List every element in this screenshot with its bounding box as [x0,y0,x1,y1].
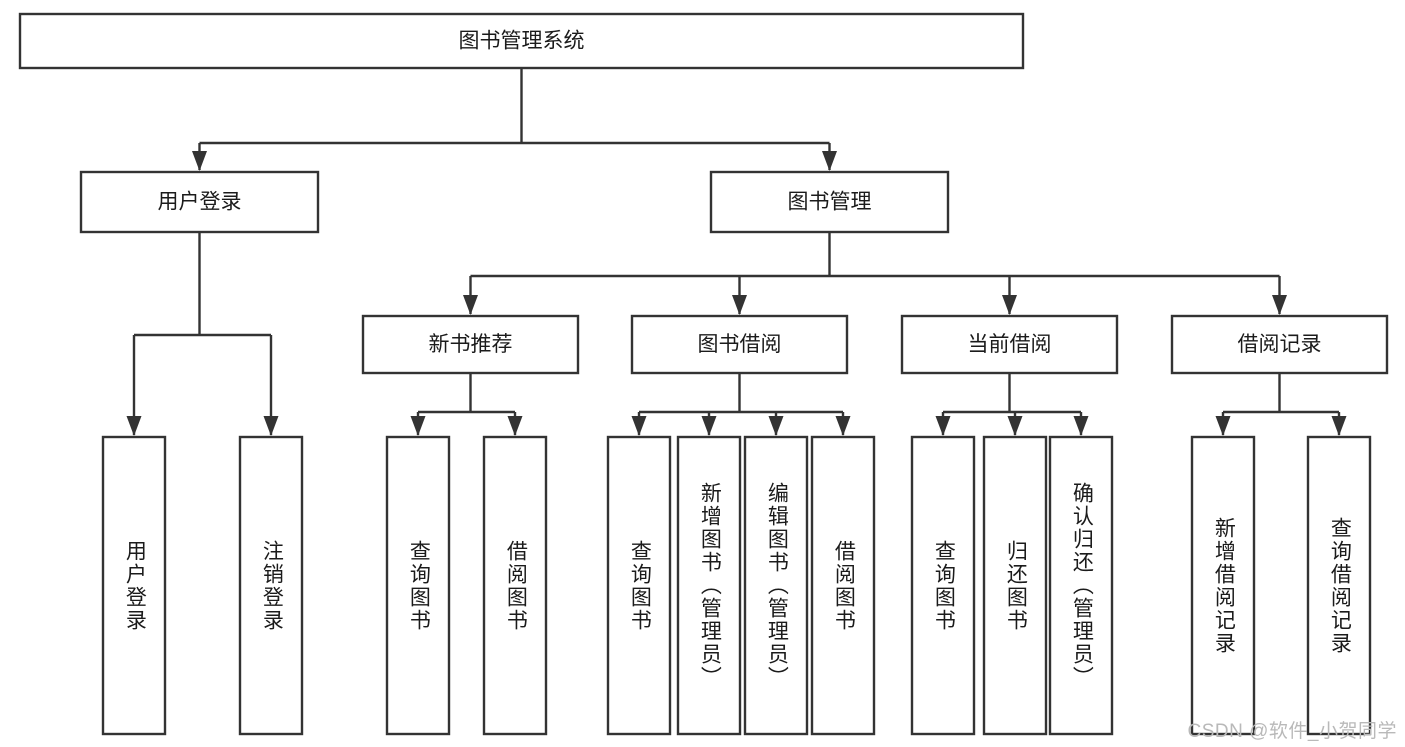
leaf-leaf-query-book-2-box[interactable] [606,435,672,736]
leaf-leaf-confirm-return-box[interactable] [1048,435,1114,736]
boxes-layer [18,12,1389,736]
node-book-manage-box[interactable] [709,170,950,234]
arrow-head-icon-leaf-add-book [701,416,717,436]
node-new-book-rec-label: 新书推荐 [429,333,513,356]
leaf-leaf-logout-box[interactable] [238,435,304,736]
leaf-leaf-user-login-box[interactable] [101,435,167,736]
watermark-text: CSDN @软件_小贺同学 [1187,721,1397,742]
leaf-leaf-return-book-box[interactable] [982,435,1048,736]
arrow-head-icon-borrow-record [1272,295,1287,315]
leaf-leaf-borrow-book-2-box[interactable] [810,435,876,736]
node-user-login-label: 用户登录 [158,191,242,214]
node-book-manage-label: 图书管理 [788,191,872,214]
node-current-borrow-box[interactable] [900,314,1119,375]
arrow-head-icon-leaf-query-book-1 [410,416,426,436]
arrow-head-icon-user-login [192,151,207,171]
leaf-leaf-borrow-book-1-box[interactable] [482,435,548,736]
leaf-leaf-edit-book-box[interactable] [743,435,809,736]
arrow-head-icon-book-manage [822,151,837,171]
arrow-head-icon-book-borrow [732,295,747,315]
arrow-head-icon-leaf-query-book-2 [631,416,647,436]
leaf-leaf-add-record-box[interactable] [1190,435,1256,736]
arrow-head-icon-leaf-borrow-book-1 [507,416,523,436]
leaf-leaf-query-book-1-box[interactable] [385,435,451,736]
node-user-login-box[interactable] [79,170,320,234]
leaf-leaf-add-book-box[interactable] [676,435,742,736]
node-book-borrow-label: 图书借阅 [698,333,782,356]
arrow-head-icon-leaf-query-book-3 [935,416,951,436]
arrow-head-icon-leaf-logout [263,416,279,436]
arrow-head-icon-leaf-edit-book [768,416,784,436]
node-new-book-rec-box[interactable] [361,314,580,375]
leaf-leaf-query-book-3-box[interactable] [910,435,976,736]
node-current-borrow-label: 当前借阅 [968,333,1052,356]
node-borrow-record-box[interactable] [1170,314,1389,375]
arrow-head-icon-leaf-add-record [1215,416,1231,436]
node-root-label: 图书管理系统 [459,30,585,53]
node-book-borrow-box[interactable] [630,314,849,375]
leaf-leaf-query-record-box[interactable] [1306,435,1372,736]
arrow-head-icon-current-borrow [1002,295,1017,315]
arrow-head-icon-leaf-confirm-return [1073,416,1089,436]
connectors-layer [126,68,1347,436]
arrow-head-icon-leaf-return-book [1007,416,1023,436]
arrow-head-icon-leaf-query-record [1331,416,1347,436]
arrow-head-icon-new-book-rec [463,295,478,315]
arrow-head-icon-leaf-borrow-book-2 [835,416,851,436]
arrow-head-icon-leaf-user-login [126,416,142,436]
node-borrow-record-label: 借阅记录 [1238,333,1322,356]
node-root-box[interactable] [18,12,1025,70]
